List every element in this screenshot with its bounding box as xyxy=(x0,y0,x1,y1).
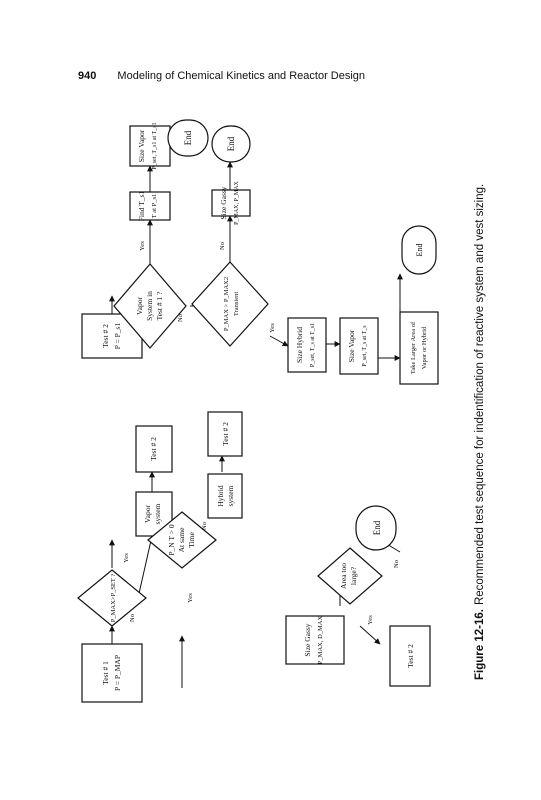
text-test2-bottom: Test # 2 xyxy=(406,644,415,668)
label-no-vapor: No xyxy=(177,314,184,322)
decision-dt xyxy=(147,511,217,569)
flow-shapes xyxy=(77,119,439,703)
box-hybrid xyxy=(207,473,243,519)
box-size-gassy xyxy=(285,615,345,665)
box-size-vapor2 xyxy=(339,317,379,375)
arrow-area-yes-test2 xyxy=(359,625,381,645)
text-end-mid: End xyxy=(226,136,236,151)
text-rate-q2: Transient xyxy=(233,292,240,317)
text-test2-top: Test # 2 xyxy=(149,437,158,461)
text-vapor-system-2: system xyxy=(153,503,162,524)
text-size-gassy-mid: Size Gassy xyxy=(219,186,228,219)
text-test1: Test # 1 xyxy=(101,661,110,685)
terminator-end-right xyxy=(401,225,437,275)
text-size-gassy: Size Gassy xyxy=(303,623,312,656)
decision-vapor xyxy=(113,263,187,349)
text-size-vapor-top: Size Vapor xyxy=(137,129,146,162)
label-yes-dt: Yes xyxy=(187,593,194,603)
decision-pmax xyxy=(77,569,147,627)
label-no-dt: No xyxy=(201,522,208,530)
label-no-area: No xyxy=(393,560,400,568)
flowchart-figure: Test # 1 P = P_MAP P_MAX>P_SET ? Vapor s… xyxy=(40,96,470,716)
terminator-end-mid xyxy=(211,125,251,163)
text-vapor-q3: Test # 1 ? xyxy=(155,291,164,321)
page-number: 940 xyxy=(78,70,97,82)
box-take-larger xyxy=(399,311,439,385)
flow-text: Test # 1 P = P_MAP P_MAX>P_SET ? Vapor s… xyxy=(101,122,428,691)
terminator-end-bottom xyxy=(355,505,397,551)
box-find-t xyxy=(129,191,171,221)
box-size-vapor-top xyxy=(129,125,171,167)
text-size-gassy-mid-sub: P_MAX, P_MAX xyxy=(234,181,240,225)
terminator-end-top xyxy=(167,119,209,157)
arrow-rate-yes-hybrid xyxy=(269,335,289,347)
text-pmax-question: P_MAX>P_SET ? xyxy=(110,574,117,623)
flowchart-svg: Test # 1 P = P_MAP P_MAX>P_SET ? Vapor s… xyxy=(77,119,439,703)
text-test2-sub: P = P_s1 xyxy=(113,323,122,350)
text-end-top: End xyxy=(183,130,193,145)
text-test2: Test # 2 xyxy=(101,324,110,348)
text-size-hybrid-sub: P_set, T_s at T_s1 xyxy=(310,323,316,367)
label-yes-pmax: Yes xyxy=(123,553,130,563)
text-hybrid: Hybrid xyxy=(216,485,225,506)
figure-caption: Figure 12-16. Recommended test sequence f… xyxy=(474,184,486,680)
box-test2-bottom xyxy=(389,625,431,687)
text-dt-q1: P_N T > 0 xyxy=(167,524,176,556)
box-test2-top xyxy=(135,425,173,473)
figure-label: Figure 12-16. xyxy=(474,609,486,680)
label-no-pmax: No xyxy=(129,614,136,622)
label-yes-area: Yes xyxy=(367,615,374,625)
text-vapor-q1: Vapor xyxy=(135,297,144,315)
text-test1-sub: P = P_MAP xyxy=(113,655,122,691)
figure-caption-text: Recommended test sequence for indentific… xyxy=(474,183,486,606)
text-end-bottom: End xyxy=(372,520,382,535)
text-size-gassy-sub: P_MAX, D_MAX xyxy=(317,616,324,665)
text-dt-q3: Time xyxy=(187,532,196,548)
decision-rate xyxy=(191,261,269,347)
text-size-vapor-top-sub: P_set, T_s1 at T_s1 xyxy=(152,122,158,169)
box-size-gassy-mid xyxy=(211,189,251,217)
text-size-hybrid: Size Hybrid xyxy=(295,327,304,363)
text-take-larger-2: Vapor or Hybrid xyxy=(421,326,428,369)
label-no-rate: No xyxy=(219,242,226,250)
running-title: Modeling of Chemical Kinetics and Reacto… xyxy=(117,70,366,82)
page-header: 940 Modeling of Chemical Kinetics and Re… xyxy=(78,70,365,82)
text-vapor-system: Vapor xyxy=(143,505,152,523)
text-find: Find T_s1 xyxy=(137,191,146,222)
text-vapor-q2: System in xyxy=(145,291,154,321)
text-test2-mid: Test # 2 xyxy=(221,422,230,446)
decision-area xyxy=(317,547,383,605)
text-rate-q1: P_MAX > P_MAX2 xyxy=(223,277,230,331)
text-find-sub: T at P_s1 xyxy=(151,194,158,218)
box-test1 xyxy=(81,643,143,703)
text-size-vapor2: Size Vapor xyxy=(347,329,356,362)
text-end-right: End xyxy=(415,244,424,257)
text-hybrid-2: system xyxy=(226,485,235,506)
arrow-pmax-no-vapor xyxy=(137,535,154,599)
label-yes-rate: Yes xyxy=(269,323,276,333)
box-test2-mid xyxy=(207,411,243,457)
text-take-larger: Take Larger Area of xyxy=(410,321,417,374)
label-yes-vapor: Yes xyxy=(139,241,146,251)
text-size-vapor2-sub: P_set, T_s at T_s xyxy=(362,325,368,367)
text-dt-q2: At same xyxy=(177,527,186,552)
box-size-hybrid xyxy=(287,317,327,373)
text-area-q2: large? xyxy=(349,566,358,585)
text-area-q1: Area too xyxy=(339,563,348,589)
figure-caption-area: Figure 12-16. Recommended test sequence f… xyxy=(474,160,487,680)
